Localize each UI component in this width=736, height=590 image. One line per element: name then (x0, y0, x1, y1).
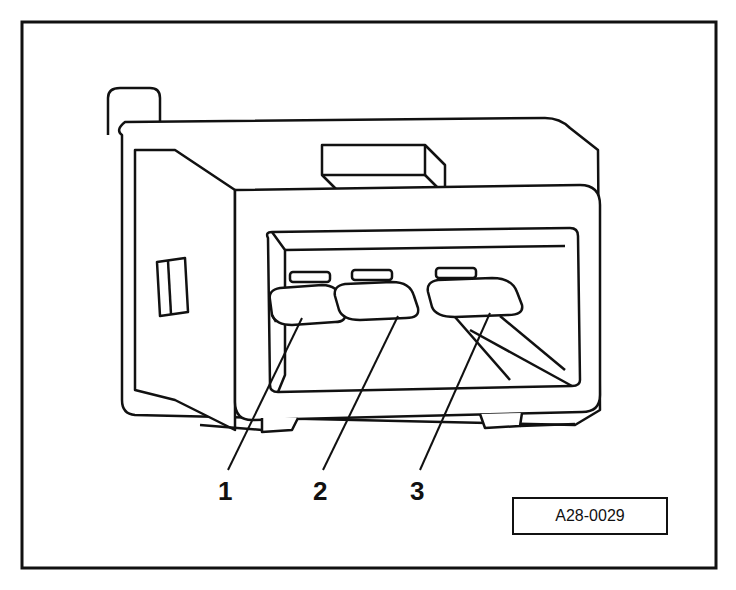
reference-code: A28-0029 (555, 508, 624, 524)
leader-lines (228, 313, 490, 470)
pin-blades (270, 268, 565, 380)
callout-number: 2 (313, 478, 327, 504)
callout-number: 3 (410, 478, 424, 504)
frame-border (22, 22, 716, 568)
callout-number: 1 (218, 478, 232, 504)
connector-housing (108, 88, 600, 432)
reference-box: A28-0029 (512, 497, 668, 535)
